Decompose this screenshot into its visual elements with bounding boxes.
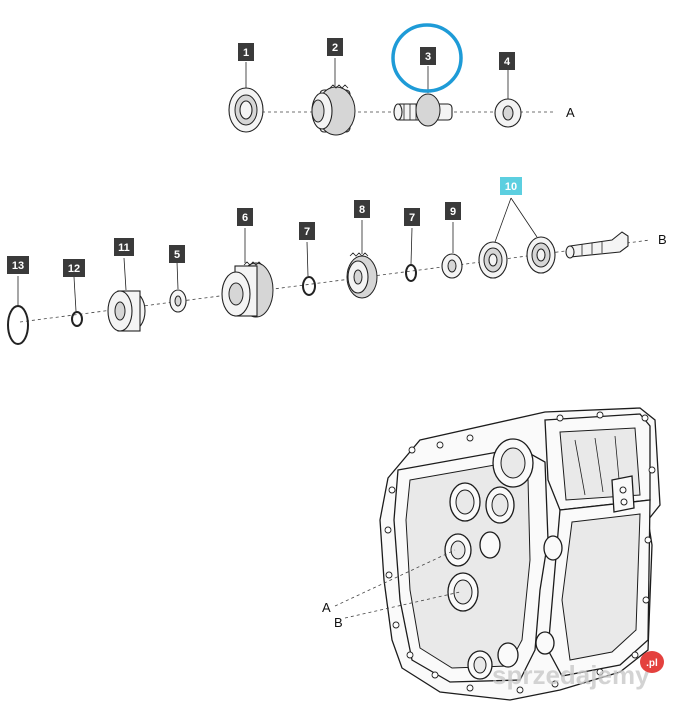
- housing-bores: [444, 438, 563, 680]
- transmission-housing: A B: [322, 407, 661, 701]
- callout-7b: 7: [404, 208, 420, 226]
- part-6-double-gear: [221, 261, 274, 318]
- housing-label-a: A: [322, 600, 331, 615]
- callout-labels: 1 2 3 4 5 6 7 8 7 9 10 11 12 13: [7, 38, 522, 277]
- svg-text:13: 13: [12, 260, 24, 272]
- callout-12: 12: [63, 259, 85, 277]
- watermark-suffix: .pl: [646, 658, 658, 669]
- housing-axis-a: [334, 549, 456, 607]
- svg-text:9: 9: [450, 206, 456, 218]
- svg-text:10: 10: [505, 181, 517, 193]
- watermark-text: sprzedajemy: [492, 660, 650, 690]
- part-9-washer: [441, 253, 463, 279]
- callout-4: 4: [499, 52, 515, 70]
- top-row-assembly: A: [228, 23, 575, 136]
- part-7-snap-ring-a: [302, 276, 316, 296]
- part-11-bearing: [107, 290, 146, 332]
- part-10-bearing-left: [478, 241, 508, 279]
- part-5-washer: [169, 289, 187, 313]
- svg-text:12: 12: [68, 263, 80, 275]
- part-1-bearing: [228, 87, 264, 133]
- callout-9: 9: [445, 202, 461, 220]
- part-8-gear: [346, 252, 378, 299]
- callout-8: 8: [354, 200, 370, 218]
- callout-10: 10: [500, 177, 522, 195]
- part-2-gear: [311, 84, 356, 136]
- callout-11: 11: [114, 238, 134, 256]
- svg-text:1: 1: [243, 47, 249, 59]
- callout-3: 3: [420, 47, 436, 65]
- watermark: sprzedajemy .pl: [492, 651, 664, 690]
- watermark-badge-icon: [640, 651, 664, 673]
- bottom-row-assembly: B: [7, 197, 667, 345]
- svg-text:7: 7: [409, 212, 415, 224]
- svg-text:7: 7: [304, 226, 310, 238]
- callout-5: 5: [169, 245, 185, 263]
- axis-label-b: B: [658, 232, 667, 247]
- svg-text:3: 3: [425, 51, 431, 63]
- part-10-bearing-right: [526, 236, 556, 274]
- flange-bolt-holes: [384, 411, 656, 694]
- part-7-snap-ring-b: [405, 264, 417, 282]
- part-12-snap-ring: [71, 311, 83, 327]
- housing-axis-b: [344, 591, 461, 619]
- highlight-circle: [391, 23, 463, 93]
- svg-text:6: 6: [242, 212, 248, 224]
- svg-text:2: 2: [332, 42, 338, 54]
- part-3-shaft-gear: [393, 93, 453, 127]
- part-13-o-ring: [7, 305, 29, 345]
- axis-label-a: A: [566, 105, 575, 120]
- callout-7a: 7: [299, 222, 315, 240]
- svg-text:11: 11: [118, 242, 130, 254]
- output-shaft: [565, 231, 629, 259]
- svg-text:5: 5: [174, 249, 180, 261]
- svg-text:4: 4: [504, 56, 511, 68]
- callout-6: 6: [237, 208, 253, 226]
- svg-text:8: 8: [359, 204, 365, 216]
- callout-13: 13: [7, 256, 29, 274]
- part-4-washer: [494, 98, 522, 128]
- callout-1: 1: [238, 43, 254, 61]
- housing-label-b: B: [334, 615, 343, 630]
- callout-2: 2: [327, 38, 343, 56]
